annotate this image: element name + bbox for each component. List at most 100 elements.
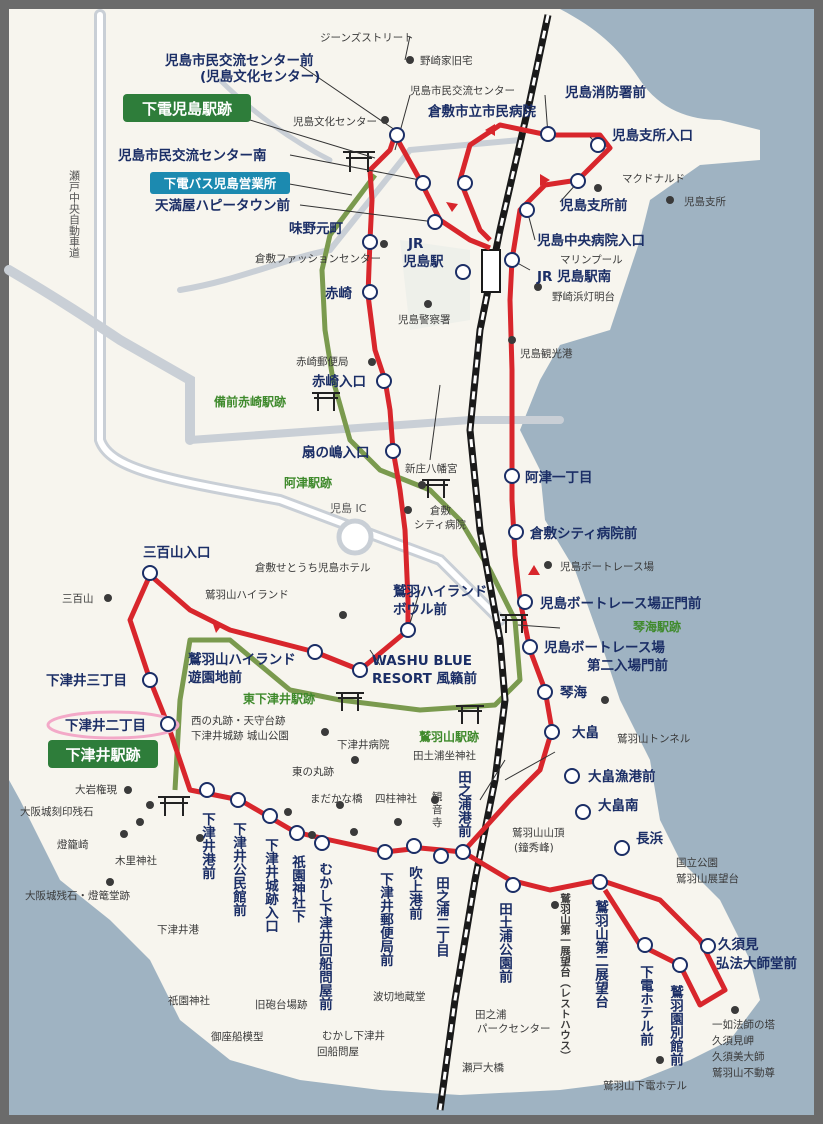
poi-p19: 鷲羽山ハイランド xyxy=(205,588,289,601)
vstop-v2: 下津井公民館前 xyxy=(230,822,247,918)
poi-p31: 四柱神社 xyxy=(375,792,417,805)
poi-p24: 田土浦坐神社 xyxy=(413,749,476,762)
poi-p12: 赤崎郵便局 xyxy=(296,355,349,368)
stop-s17: 児島ボートレース場正門前 xyxy=(539,595,702,612)
poi-p1: ジーンズストリート xyxy=(320,31,414,44)
stop-s18: 児島ボートレース場 xyxy=(543,639,665,656)
vstop-v4: 祇園神社下 xyxy=(289,854,307,924)
bus-office-box xyxy=(150,172,290,194)
stop-s22: 大畠南 xyxy=(598,797,639,814)
vstop-v13: 鷲羽園別館前 xyxy=(667,984,684,1068)
stop-s12: 児島支所前 xyxy=(559,197,628,214)
poi-p26: 大阪城刻印残石 xyxy=(20,805,94,818)
stop-s28: 下津井三丁目 xyxy=(46,672,127,689)
poi-p11: 児島観光港 xyxy=(520,347,573,360)
poi-p34b: 鷲羽山展望台 xyxy=(676,872,739,885)
vstop-v6: 下津井郵便局前 xyxy=(377,872,394,968)
poi-p23: 鷲羽山トンネル xyxy=(617,732,690,745)
stop-markers xyxy=(142,126,716,973)
stop-s5: JR xyxy=(407,236,424,252)
poi-p32: 観 xyxy=(432,790,443,803)
roads xyxy=(4,9,564,626)
stop-s8: 扇の嶋入口 xyxy=(302,444,370,461)
poi-p41b: パークセンター xyxy=(477,1023,551,1035)
stop-s26: 鷲羽山ハイランド xyxy=(188,651,296,668)
stop-s16: 倉敷シティ病院前 xyxy=(529,525,638,542)
poi-p44c: 久須美大師 xyxy=(712,1050,765,1063)
stop-s23: 長浜 xyxy=(636,830,664,847)
poi-p8: 野崎浜灯明台 xyxy=(552,290,615,303)
torii-higashishimotsui-icon xyxy=(336,692,364,711)
vstop-v8: 田之浦二丁目 xyxy=(433,876,450,959)
torii-atsu-icon xyxy=(422,479,450,498)
poi-p5: マクドナルド xyxy=(622,173,685,185)
poi-p44: 一如法師の塔 xyxy=(712,1018,775,1031)
green-g4: 東下津井駅跡 xyxy=(243,691,315,706)
poi-p20: 西の丸跡・天守台跡 xyxy=(191,714,286,727)
stop-s2: 児島市民交流センター南 xyxy=(117,147,267,164)
vstop-v9: 田之浦港前 xyxy=(455,770,472,839)
poi-p2: 野崎家旧宅 xyxy=(420,54,473,67)
stop-s24b: ボウル前 xyxy=(393,601,447,618)
land-main xyxy=(9,9,760,1095)
poi-p42: 瀬戸大橋 xyxy=(462,1061,504,1074)
green-g5: 鷲羽山駅跡 xyxy=(419,729,479,744)
poi-p38: 御座船模型 xyxy=(211,1030,264,1043)
poi-p7: マリンプール xyxy=(560,254,623,266)
poi-p28: 木里神社 xyxy=(115,854,157,867)
torii-washuzan-icon xyxy=(456,705,484,724)
stop-s7: 赤崎入口 xyxy=(312,373,366,390)
stop-s6: 赤崎 xyxy=(325,285,352,302)
poi-p43: 鷲羽山下電ホテル xyxy=(603,1079,687,1092)
torii-kojima-icon xyxy=(343,151,375,172)
stop-s1: 児島市民交流センター前 xyxy=(164,52,314,69)
land-kojima-port xyxy=(400,240,470,330)
stop-s1b: (児島文化センター) xyxy=(200,68,320,85)
green-g2: 阿津駅跡 xyxy=(284,475,332,490)
route-direction-arrows xyxy=(212,124,550,633)
stop-s19: 琴海 xyxy=(560,684,588,701)
vstop-v10: 田土浦公園前 xyxy=(496,902,513,985)
stop-s27: 三百山入口 xyxy=(143,545,211,561)
poi-p32c: 寺 xyxy=(432,817,443,829)
poi-p33b: (鐘秀峰) xyxy=(514,841,554,854)
poi-p3: 児島市民交流センター xyxy=(410,84,515,97)
poi-p39: むかし下津井 xyxy=(322,1029,385,1042)
torii-shimotsui-icon xyxy=(158,796,190,816)
stop-s30: 久須見 xyxy=(718,936,759,953)
poi-p14: 倉敷 xyxy=(430,504,451,517)
poi-p15: 児島 IC xyxy=(330,501,367,515)
torii-akasaki-icon xyxy=(312,392,340,411)
stop-s29: 下津井二丁目 xyxy=(65,717,146,734)
poi-p21: 下津井病院 xyxy=(337,738,390,751)
poi-p13: 新庄八幡宮 xyxy=(405,462,458,475)
stop-s11: 児島支所入口 xyxy=(611,127,693,144)
poi-p6: 児島支所 xyxy=(684,195,726,208)
kojima-station-ruin-label: 下電児島駅跡 xyxy=(142,100,232,118)
highlight-shimotsui-2chome xyxy=(46,710,180,740)
stop-s14: JR 児島駅南 xyxy=(536,268,611,285)
poi-p14b: シティ病院 xyxy=(414,518,466,531)
green-g3: 琴海駅跡 xyxy=(632,619,681,634)
poi-p9: 倉敷ファッションセンター xyxy=(255,252,381,265)
stop-s30b: 弘法大師堂前 xyxy=(716,955,797,972)
poi-p4: 児島文化センター xyxy=(293,115,377,128)
vstop-v3: 下津井城跡入口 xyxy=(262,838,279,933)
poi-p34: 国立公園 xyxy=(676,856,718,869)
stop-s15: 阿津一丁目 xyxy=(525,469,593,486)
vstop-v7: 吹上港前 xyxy=(406,865,423,922)
stop-s13: 児島中央病院入口 xyxy=(536,232,645,249)
shimotsui-station-ruin-box xyxy=(48,740,158,768)
poi-dots xyxy=(104,56,739,1064)
vstop-v12: 下電ホテル前 xyxy=(637,965,654,1048)
green-g1: 備前赤崎駅跡 xyxy=(214,394,286,409)
poi-p10: 児島警察署 xyxy=(398,313,451,326)
stop-s20: 大畠 xyxy=(572,724,599,741)
stop-s5b: 児島駅 xyxy=(402,253,444,270)
former-railway-green xyxy=(172,173,523,791)
jr-kojima-station-building xyxy=(481,249,501,293)
poi-p25: 大岩権現 xyxy=(75,783,117,796)
expressway-label: 瀬戸中央自動車道 xyxy=(68,169,81,258)
poi-p22: 東の丸跡 xyxy=(292,765,334,778)
